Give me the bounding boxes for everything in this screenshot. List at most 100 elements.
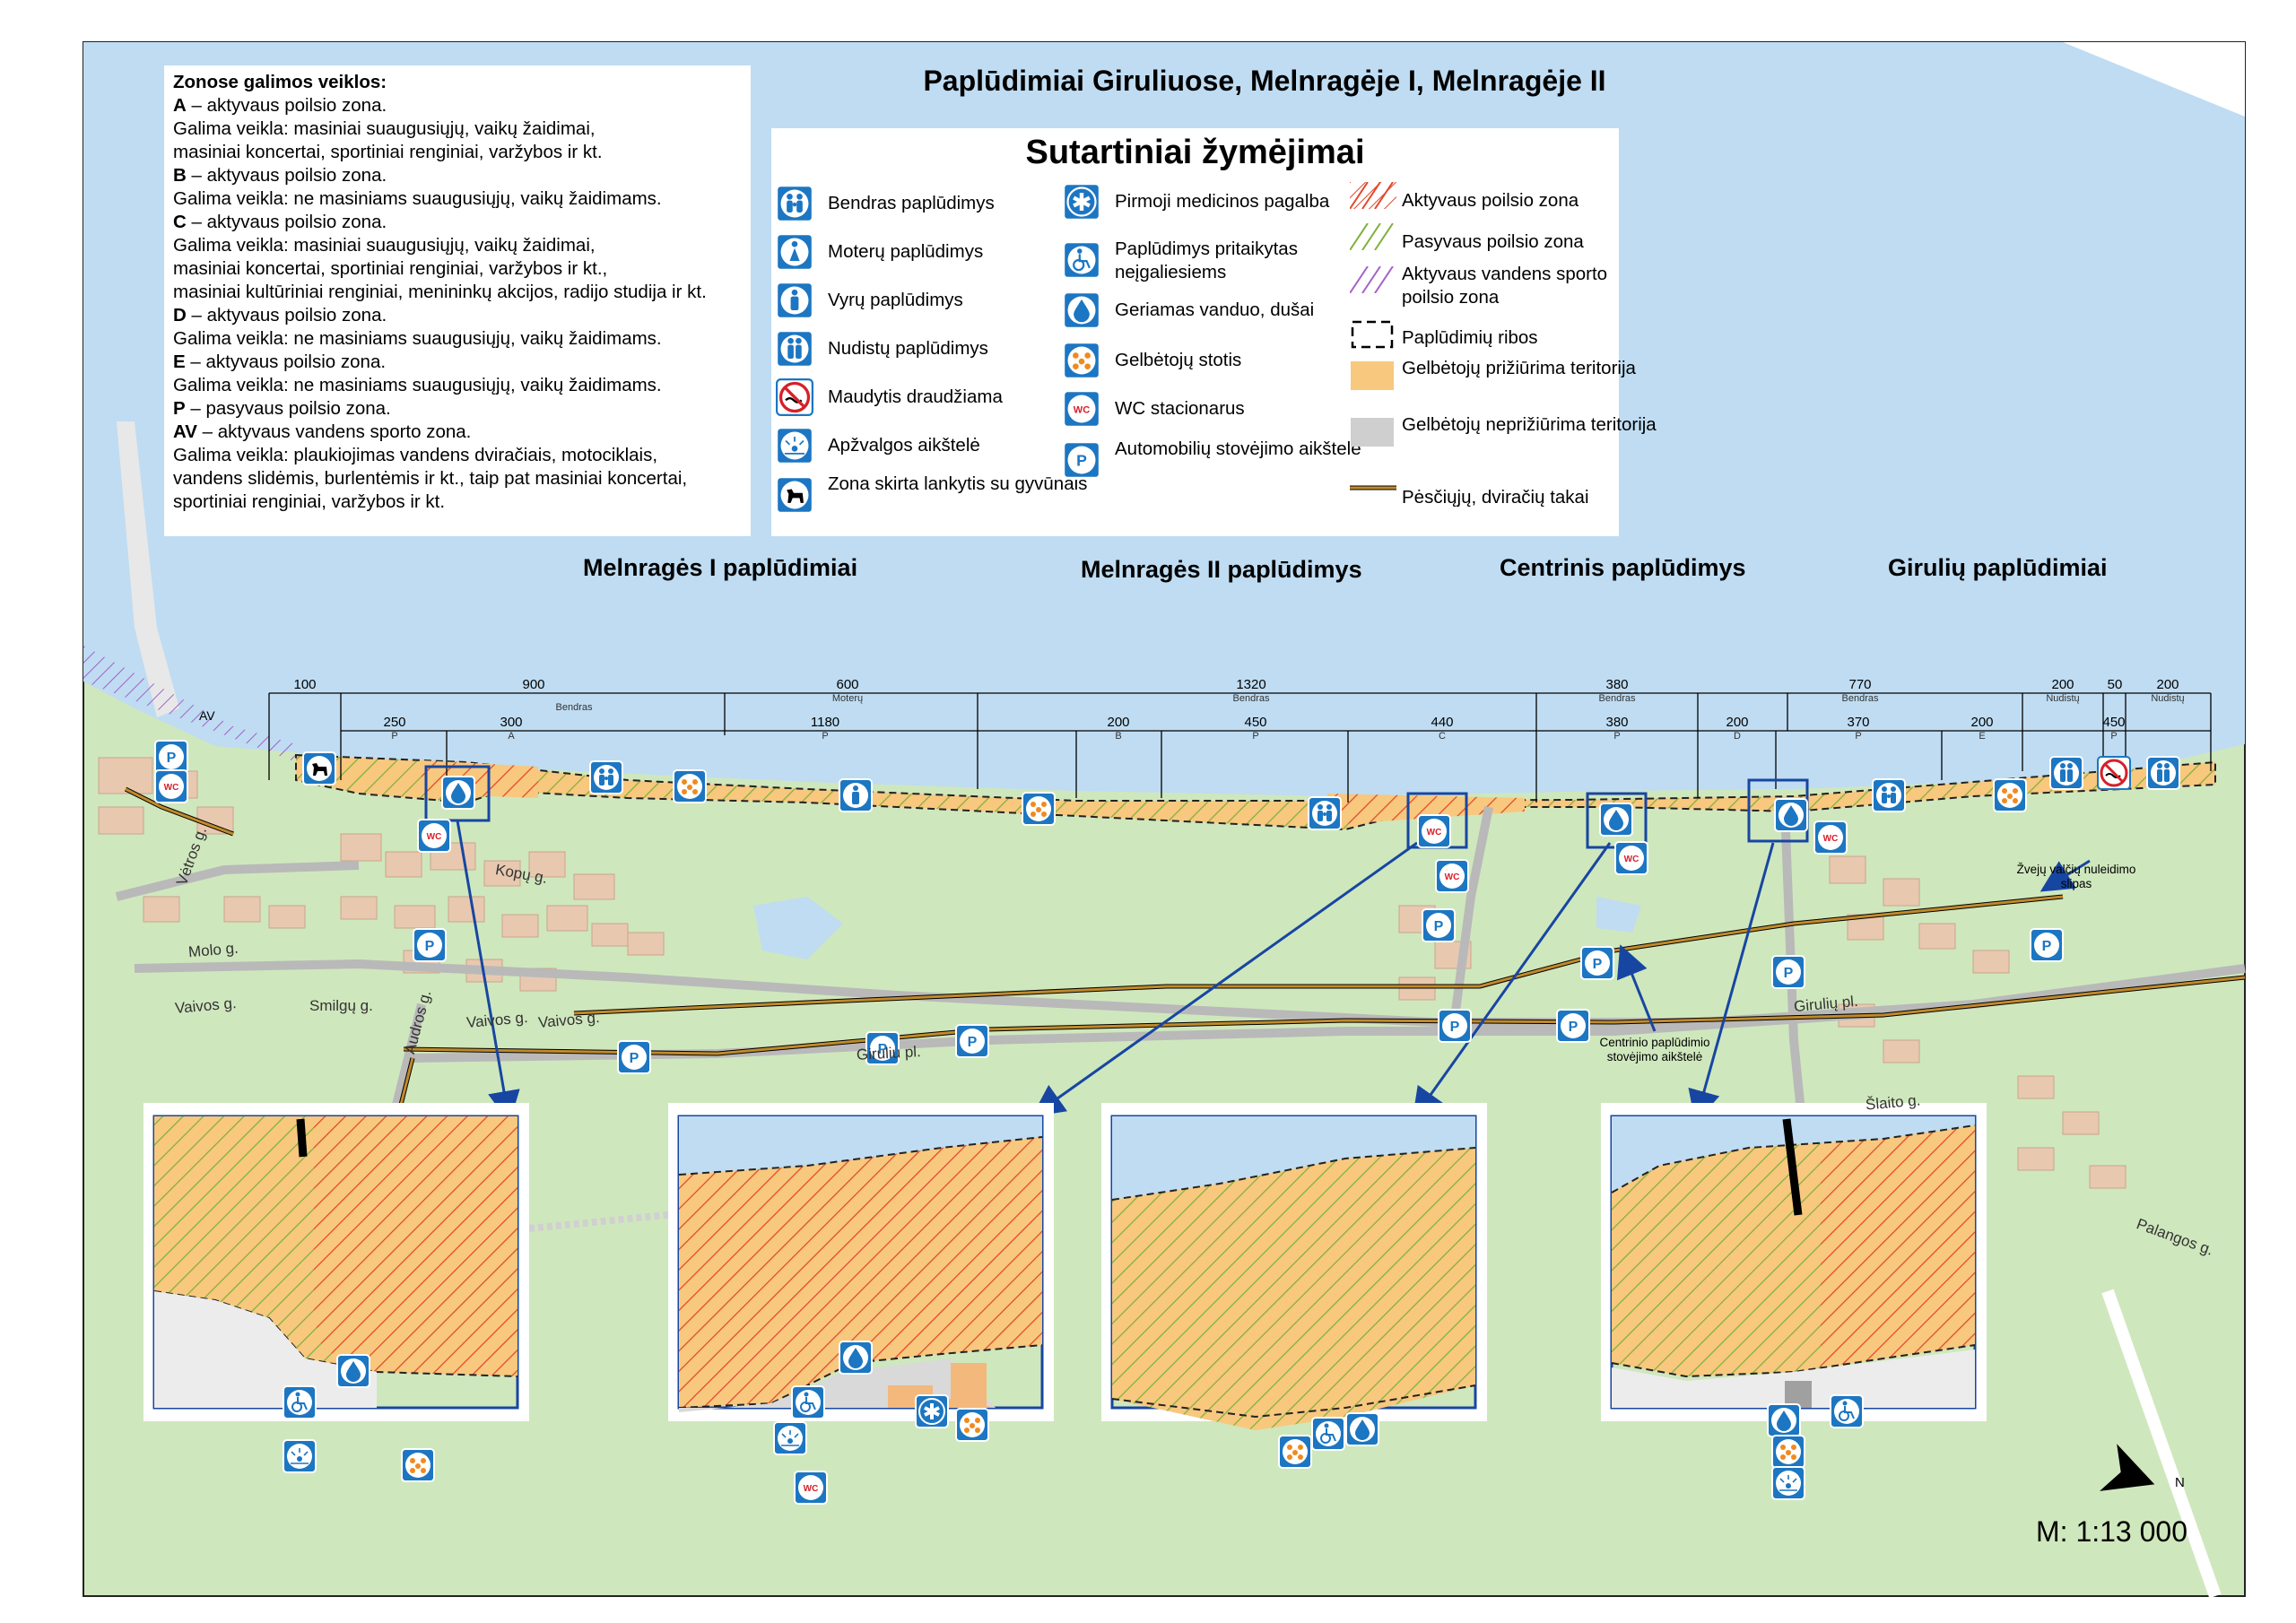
legend-label: Paplūdimys pritaikytas neįgaliesiems (1115, 239, 1298, 282)
zoom-arrows (456, 820, 2091, 1124)
parking-icon[interactable]: P (1771, 955, 1805, 989)
wc-icon[interactable]: WC (1813, 820, 1848, 855)
lifeguard-icon[interactable] (673, 769, 707, 803)
no-swimming-icon[interactable] (2097, 756, 2131, 790)
map-title: Paplūdimiai Giruliuose, Melnragėje I, Me… (923, 65, 1606, 97)
legend-label: Vyrų paplūdimys (828, 290, 963, 310)
parking-icon[interactable]: P (617, 1040, 651, 1074)
svg-text:P: P (425, 939, 435, 954)
parking-icon[interactable]: P (1438, 1009, 1472, 1043)
legend-panel: Sutartiniai žymėjimai Bendras paplūdimys… (771, 128, 1657, 536)
parking-icon[interactable]: P (1580, 946, 1614, 980)
legend-item: Paplūdimys pritaikytas neįgaliesiems (1063, 239, 1332, 286)
dimension-value: 200 (1970, 715, 1994, 730)
svg-text:P: P (1434, 919, 1444, 934)
nudist-icon[interactable] (2049, 756, 2083, 790)
zone-code: A (173, 95, 187, 116)
water-drop-icon[interactable] (1767, 1403, 1801, 1437)
water-drop-icon[interactable] (1345, 1412, 1379, 1446)
lifeguard-icon[interactable] (955, 1408, 989, 1442)
dimension-value: 380 (1605, 715, 1629, 730)
water-drop-icon (1063, 291, 1100, 335)
man-icon[interactable] (839, 778, 873, 812)
activity-line: vandens slidėmis, burlentėmis ir kt., ta… (173, 468, 688, 489)
activity-line: C – aktyvaus poilsio zona. (173, 212, 387, 232)
viewpoint-icon[interactable] (773, 1421, 807, 1455)
street-label: Smilgų g. (309, 997, 373, 1014)
activity-line: Galima veikla: masiniai suaugusiųjų, vai… (173, 235, 596, 256)
dimension-value: 380 (1605, 677, 1629, 692)
activity-line: E – aktyvaus poilsio zona. (173, 352, 387, 372)
dim-bendras-900: Bendras (555, 702, 593, 713)
dimension-value: 900 (522, 677, 545, 692)
section-melnrage-2: Melnragės II paplūdimys (1081, 556, 1362, 583)
passive-zone-hatch-icon (1349, 222, 1396, 256)
dimension-zone: Bendras (1232, 693, 1270, 704)
dimension-value: 200 (2051, 677, 2074, 692)
wc-icon[interactable]: WC (794, 1471, 828, 1505)
parking-icon[interactable]: P (865, 1031, 900, 1065)
lifeguard-icon[interactable] (401, 1448, 435, 1482)
water-drop-icon[interactable] (441, 776, 475, 810)
dog-icon[interactable] (302, 751, 336, 785)
dimension-value: 200 (1107, 715, 1130, 730)
legend-label: Aktyvaus poilsio zona (1402, 190, 1579, 211)
wc-icon[interactable]: WC (1417, 814, 1451, 848)
wc-icon[interactable]: WC (1614, 841, 1648, 875)
legend-label: Pirmoji medicinos pagalba (1115, 191, 1330, 212)
wc-icon[interactable]: WC (1435, 859, 1469, 893)
viewpoint-icon[interactable] (283, 1439, 317, 1473)
nudist-icon[interactable] (2146, 756, 2180, 790)
legend-item: Bendras paplūdimys (776, 185, 1045, 230)
svg-text:P: P (167, 751, 177, 766)
svg-text:P: P (1450, 1020, 1460, 1035)
water-drop-icon[interactable] (1599, 803, 1633, 837)
legend-item: Gelbėtojų stotis (1063, 342, 1332, 386)
svg-text:P: P (2042, 939, 2052, 954)
lifeguard-icon[interactable] (1993, 778, 2027, 812)
family-icon[interactable] (1872, 778, 1906, 812)
parking-icon[interactable]: P (955, 1024, 989, 1058)
woman-icon (776, 233, 813, 277)
wheelchair-icon[interactable] (1830, 1394, 1864, 1428)
water-drop-icon[interactable] (839, 1341, 873, 1375)
legend-label: Gelbėtojų stotis (1115, 350, 1242, 370)
lifeguard-icon[interactable] (1771, 1435, 1805, 1469)
zone-code: C (173, 212, 187, 232)
water-drop-icon[interactable] (336, 1354, 370, 1388)
wc-icon[interactable]: WC (154, 769, 188, 803)
legend-item: Pirmoji medicinos pagalba (1063, 183, 1332, 228)
dimension-value: 250 (383, 715, 406, 730)
lifeguard-icon[interactable] (1022, 792, 1056, 826)
water-drop-icon[interactable] (1774, 798, 1808, 832)
activity-line: AV – aktyvaus vandens sporto zona. (173, 421, 472, 442)
zone-code: B (173, 165, 187, 186)
medical-icon[interactable] (915, 1394, 949, 1428)
dimension-value: 200 (2156, 677, 2179, 692)
dimension-zone: B (1115, 731, 1122, 742)
legend-item: Paplūdimių ribos (1350, 319, 1619, 364)
family-icon[interactable] (589, 760, 623, 794)
parking-icon[interactable]: P (2030, 928, 2064, 962)
viewpoint-icon[interactable] (1771, 1466, 1805, 1500)
parking-icon[interactable]: P (1556, 1009, 1590, 1043)
wheelchair-icon[interactable] (1311, 1417, 1345, 1451)
wheelchair-icon[interactable] (791, 1385, 825, 1419)
dimension-zone: D (1734, 731, 1741, 742)
parking-icon[interactable]: P (154, 740, 188, 774)
svg-text:WC: WC (1427, 828, 1442, 838)
legend-label: Paplūdimių ribos (1402, 327, 1538, 348)
parking-icon[interactable]: P (1422, 908, 1456, 942)
medical-icon (1063, 183, 1100, 227)
svg-text:WC: WC (1624, 855, 1639, 864)
dimension-zone: P (1855, 731, 1862, 742)
wc-icon[interactable]: WC (417, 819, 451, 853)
svg-text:WC: WC (164, 783, 179, 793)
family-icon[interactable] (1308, 796, 1342, 830)
lifeguard-icon[interactable] (1278, 1435, 1312, 1469)
inset-3 (1101, 1103, 1487, 1430)
parking-icon[interactable]: P (413, 928, 447, 962)
dimension-value: 450 (2102, 715, 2126, 730)
wheelchair-icon[interactable] (283, 1385, 317, 1419)
